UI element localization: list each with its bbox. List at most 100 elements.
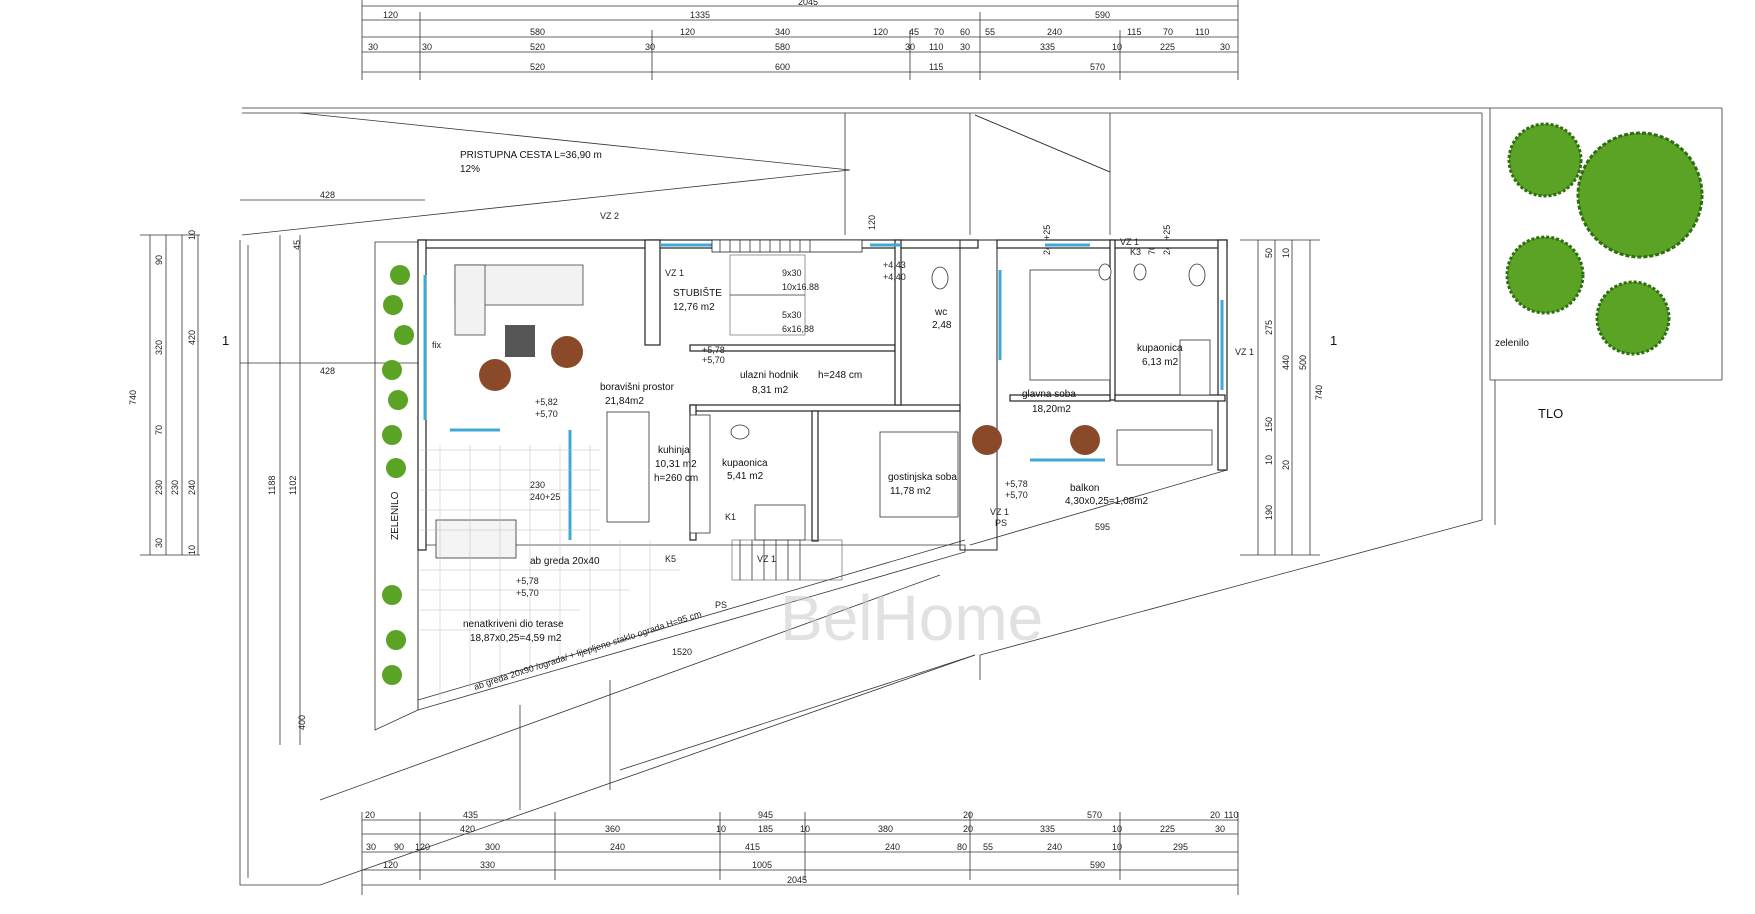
tag-vz1: VZ 1 [1235, 347, 1254, 357]
site-outline: PRISTUPNA CESTA L=36,90 m 12% zelenilo T… [239, 107, 1723, 886]
room-height-kitchen: h=260 cm [654, 473, 698, 484]
watermark: BelHome [780, 582, 1043, 654]
room-area-living: 21,84m2 [605, 396, 644, 407]
left-dim: 10 [187, 230, 197, 240]
bottom-dim: 120 [415, 842, 430, 852]
tree-icon [1595, 280, 1671, 356]
top-dim: 340 [775, 27, 790, 37]
bottom-dimensions: 20 435 945 20 570 20 110 420 360 10 185 … [361, 810, 1239, 895]
level-mark: +5,70 [535, 409, 558, 419]
level-mark: +5,78 [516, 576, 539, 586]
right-dim: 10 [1264, 455, 1274, 465]
left-dim: 240 [187, 480, 197, 495]
plant-icon [386, 630, 406, 650]
room-area-stairs: 12,76 m2 [673, 302, 715, 313]
top-dim: 45 [909, 27, 919, 37]
top-dim: 60 [960, 27, 970, 37]
bottom-dim-total: 2045 [787, 875, 807, 885]
tree-icon [1505, 235, 1585, 315]
tag-vz1: VZ 1 [990, 507, 1009, 517]
top-dim: 30 [905, 42, 915, 52]
dim-240-25: 240+25 [530, 492, 560, 502]
plant-icon [383, 295, 403, 315]
right-dim: 440 [1281, 355, 1291, 370]
bottom-dim: 20 [963, 824, 973, 834]
top-dim: 600 [775, 62, 790, 72]
stairs-run: 5x30 [782, 310, 802, 320]
toilet-icon [931, 266, 949, 290]
room-area-entry: 8,31 m2 [752, 385, 789, 396]
bottom-dim: 240 [885, 842, 900, 852]
room-label-stairs: STUBIŠTE [673, 286, 722, 299]
room-label-kitchen: kuhinja [658, 445, 690, 456]
planters [382, 265, 414, 685]
bottom-dim: 570 [1087, 810, 1102, 820]
left-dim: 400 [297, 715, 307, 730]
top-dim: 240 [1047, 27, 1062, 37]
plant-icon [394, 325, 414, 345]
dining-table-icon [435, 519, 517, 559]
bottom-dim: 300 [485, 842, 500, 852]
level-mark: +4,40 [883, 272, 906, 282]
tag-k3: K3 [1130, 247, 1141, 257]
shower-icon [1179, 339, 1211, 396]
top-dim: 115 [1127, 27, 1141, 37]
left-dimensions: 740 90 320 70 230 30 420 230 240 10 1188… [128, 190, 425, 745]
left-dim: 420 [187, 330, 197, 345]
room-area-balcony: 4,30x0,25=1,08m2 [1065, 496, 1149, 507]
beam-label: ab greda 20x40 [530, 556, 600, 567]
room-label-bath1: kupaonica [722, 458, 768, 469]
top-dim: 120 [680, 27, 695, 37]
armchair-icon [479, 359, 511, 391]
room-label-guest: gostinjska soba [888, 472, 957, 483]
top-dim: 10 [1112, 42, 1122, 52]
top-dimensions: 2045 120 1335 590 580 120 340 120 45 70 … [361, 0, 1239, 80]
sink-icon [1133, 263, 1147, 281]
plant-icon [382, 425, 402, 445]
bottom-dim: 30 [366, 842, 376, 852]
terrace-hatch [420, 445, 680, 700]
bottom-dim: 10 [716, 824, 726, 834]
kitchen-island-icon [606, 411, 650, 523]
stairs-run: 10x16.88 [782, 282, 819, 292]
left-dim: 1102 [288, 476, 298, 495]
tag-fix: fix [432, 340, 442, 350]
top-dim: 335 [1040, 42, 1055, 52]
bottom-dim: 420 [460, 824, 475, 834]
bottom-dim: 590 [1090, 860, 1105, 870]
green-strip-label: ZELENILO [390, 491, 401, 540]
bottom-dim: 1005 [752, 860, 772, 870]
left-dim: 90 [154, 255, 164, 265]
top-dim: 30 [422, 42, 432, 52]
sink-icon [730, 424, 750, 440]
top-dim: 580 [530, 27, 545, 37]
right-dim: 20 [1281, 460, 1291, 470]
furniture [435, 263, 1213, 559]
tree-icon [1576, 131, 1704, 259]
room-label-balcony: balkon [1070, 483, 1099, 494]
bottom-dim: 10 [1112, 842, 1122, 852]
ground-label: TLO [1538, 406, 1563, 421]
right-dim: 740 [1314, 385, 1324, 400]
top-dim: 120 [873, 27, 888, 37]
bottom-dim: 20 [963, 810, 973, 820]
top-dim: 580 [775, 42, 790, 52]
tag-ps: PS [715, 600, 727, 610]
top-dim: 30 [1220, 42, 1230, 52]
dim-230: 230 [530, 480, 545, 490]
left-dim: 1188 [267, 476, 277, 495]
dim-595: 595 [1095, 522, 1110, 532]
access-road-label: PRISTUPNA CESTA L=36,90 m [460, 150, 602, 161]
room-label-wc: wc [934, 307, 947, 318]
bottom-dim: 10 [800, 824, 810, 834]
top-dim: 110 [1195, 27, 1209, 37]
left-dim: 70 [154, 425, 164, 435]
bottom-dim: 380 [878, 824, 893, 834]
top-dim: 30 [960, 42, 970, 52]
tag-k5: K5 [665, 554, 676, 564]
bottom-dim: 335 [1040, 824, 1055, 834]
kitchen-counter-icon [689, 414, 711, 534]
bottom-dim: 240 [1047, 842, 1062, 852]
bottom-dim: 10 [1112, 824, 1122, 834]
